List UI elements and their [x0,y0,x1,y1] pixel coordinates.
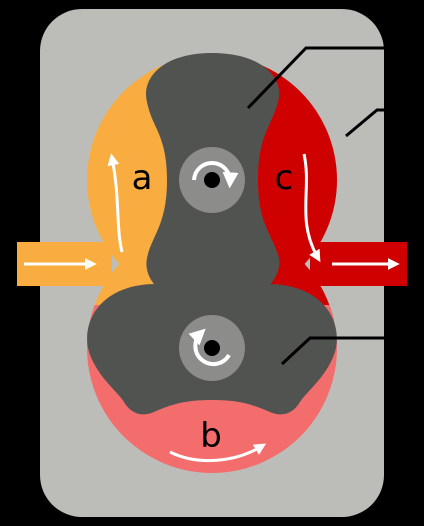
rotation-arrow-icon [188,328,231,367]
callout-3: 3 [394,309,411,339]
leader-line-2 [345,108,412,138]
callout-1: 1 [394,19,411,49]
leader-line-1 [246,46,412,110]
rotation-arrow-icon [192,160,239,189]
flow-arrow-icon [107,153,124,253]
flow-arrow-icon [302,153,321,263]
callout-2: 2 [394,81,411,111]
flow-arrow-icon [169,443,267,462]
leader-lines [246,46,412,366]
leader-line-3 [280,336,412,366]
chamber-label-c: c [275,158,294,198]
chamber-label-b: b [200,416,222,456]
upper-rotor-shaft [204,172,220,188]
chamber-label-a: a [132,158,153,198]
lower-rotor-shaft [204,340,220,356]
